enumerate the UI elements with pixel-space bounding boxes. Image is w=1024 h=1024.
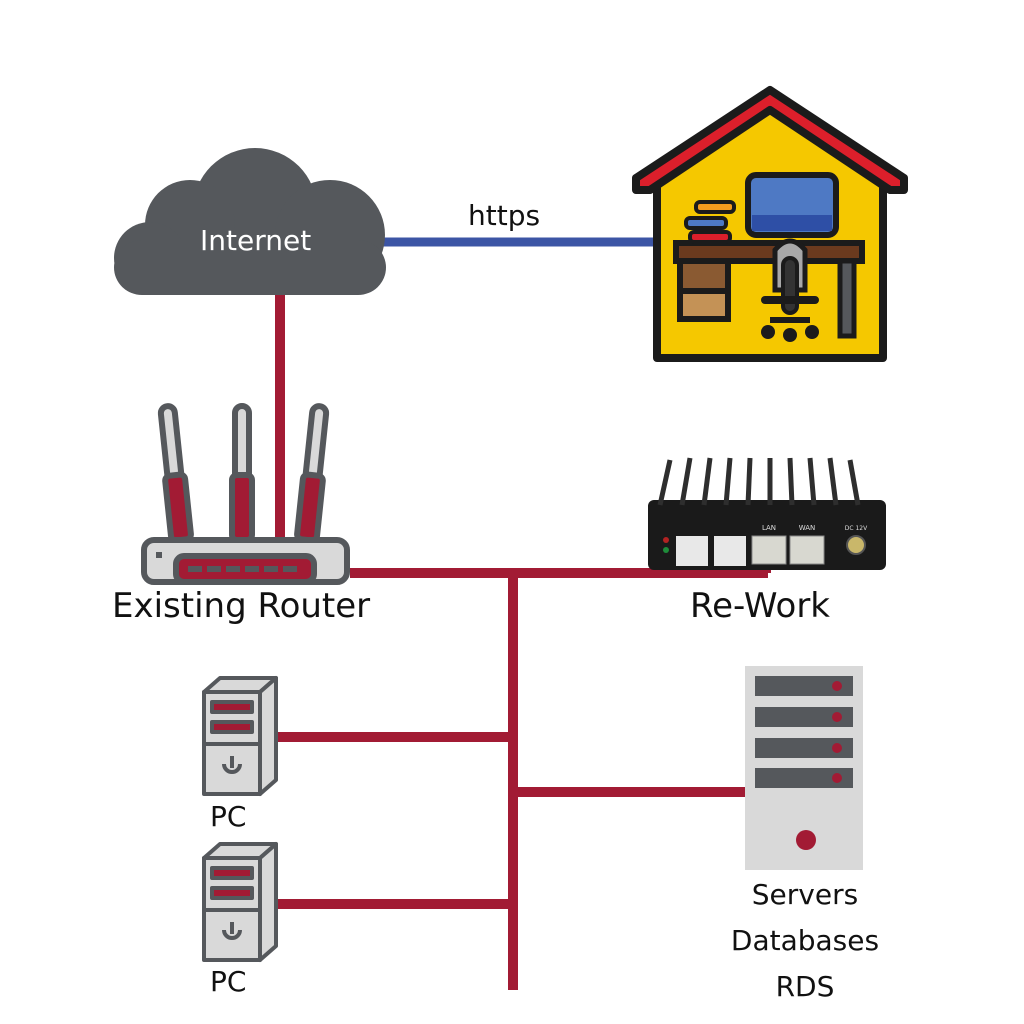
pc2-label: PC	[210, 965, 247, 998]
port-label-wan: WAN	[799, 524, 816, 532]
desktop-tower-icon	[202, 676, 278, 796]
rds-label-line: RDS	[775, 970, 835, 1003]
rework-label: Re-Work	[690, 586, 831, 626]
servers-label-line: Servers	[751, 878, 859, 911]
cloud-icon	[114, 148, 386, 295]
servers-label: Servers Databases RDS	[720, 872, 890, 1010]
home-office-icon	[632, 86, 908, 362]
internet-label: Internet	[200, 224, 312, 257]
https-link-label: https	[468, 199, 541, 232]
wifi-router-icon	[141, 403, 350, 585]
router-label: Existing Router	[112, 586, 371, 626]
server-rack-icon	[745, 666, 863, 870]
port-label-lan: LAN	[762, 524, 776, 532]
desktop-tower-icon	[202, 842, 278, 962]
port-label-dc: DC 12V	[845, 525, 868, 532]
databases-label-line: Databases	[730, 924, 880, 957]
pc1-label: PC	[210, 800, 247, 833]
mini-pc-appliance-icon: LAN WAN DC 12V	[648, 457, 886, 570]
lan-links	[275, 292, 771, 990]
